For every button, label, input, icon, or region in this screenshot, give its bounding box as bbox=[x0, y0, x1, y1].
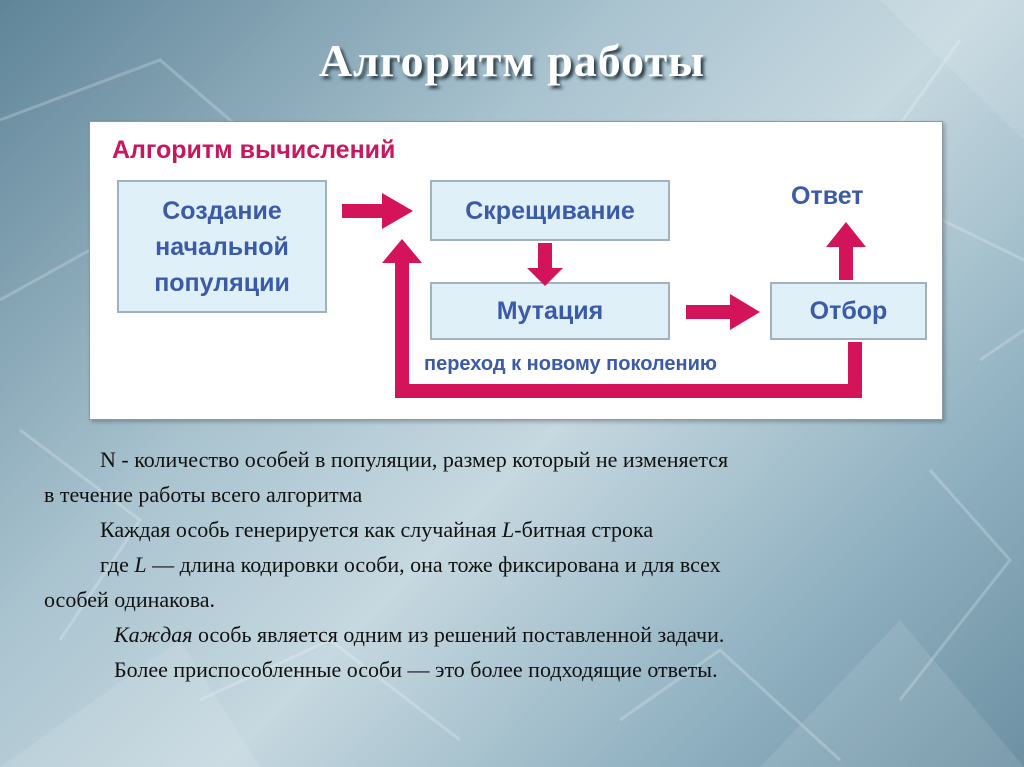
slide-title: Алгоритм работы bbox=[318, 35, 706, 86]
paragraph-encoding-length-cont: особей одинакова. bbox=[44, 582, 924, 617]
text-line: N - количество особей в популяции, разме… bbox=[100, 447, 729, 472]
text-fragment: -битная строка bbox=[514, 517, 654, 542]
text-line: особей одинакова. bbox=[44, 587, 216, 612]
text-fragment: — длина кодировки особи, она тоже фиксир… bbox=[146, 552, 721, 577]
paragraph-population-size-cont: в течение работы всего алгоритма bbox=[44, 477, 924, 512]
emphasis-text: Каждая bbox=[114, 622, 193, 647]
paragraph-population-size: N - количество особей в популяции, разме… bbox=[44, 442, 924, 477]
text-line: в течение работы всего алгоритма bbox=[44, 482, 363, 507]
create-population-label-line3: популяции bbox=[154, 268, 290, 297]
create-population-box: Создание начальной популяции bbox=[117, 180, 327, 313]
text-fragment: где bbox=[100, 552, 135, 577]
paragraph-fitness: Более приспособленные особи — это более … bbox=[44, 652, 924, 687]
crossover-box: Скрещивание bbox=[430, 180, 670, 241]
paragraph-encoding-length: где L — длина кодировки особи, она тоже … bbox=[44, 547, 924, 582]
paragraph-individual-string: Каждая особь генерируется как случайная … bbox=[44, 512, 924, 547]
variable-l: L bbox=[502, 517, 515, 542]
arrow-crossover-to-mutation bbox=[527, 243, 563, 286]
new-generation-label: переход к новому поколению bbox=[424, 353, 717, 375]
arrow-mutation-to-selection bbox=[686, 294, 760, 330]
mutation-box: Мутация bbox=[430, 282, 670, 340]
description-text: N - количество особей в популяции, разме… bbox=[44, 442, 924, 687]
text-fragment: Каждая особь генерируется как случайная bbox=[100, 517, 503, 542]
answer-label: Ответ bbox=[791, 182, 864, 210]
variable-l: L bbox=[134, 552, 147, 577]
arrow-selection-to-answer bbox=[826, 222, 866, 280]
selection-box: Отбор bbox=[770, 282, 927, 340]
create-population-label-line1: Создание bbox=[162, 196, 282, 225]
paragraph-solution: Каждая особь является одним из решений п… bbox=[44, 617, 924, 652]
flow-arrows bbox=[342, 193, 866, 398]
algorithm-diagram: Алгоритм вычислений Создание начальной п… bbox=[89, 121, 943, 420]
arrow-create-to-crossover bbox=[342, 193, 413, 229]
text-line: Более приспособленные особи — это более … bbox=[114, 657, 718, 682]
text-fragment: особь является одним из решений поставле… bbox=[192, 622, 725, 647]
create-population-label-line2: начальной bbox=[155, 232, 289, 261]
diagram-heading: Алгоритм вычислений bbox=[112, 136, 396, 164]
